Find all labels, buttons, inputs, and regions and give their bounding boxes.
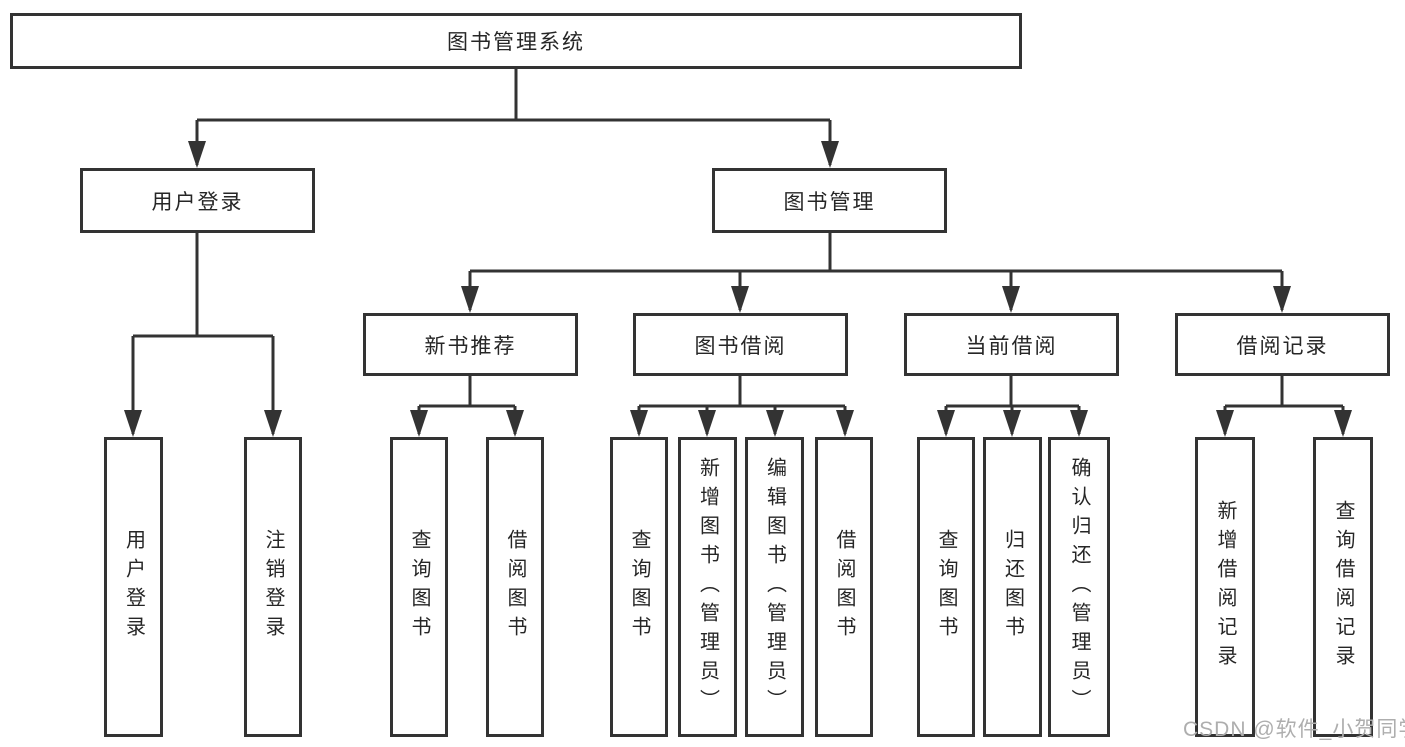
arrowhead-icon (836, 410, 854, 437)
leaf-user-login: 用户登录 (104, 437, 163, 737)
leaf-borrow-borrow-books-label: 借阅图书 (833, 529, 855, 645)
arrowhead-icon (1216, 410, 1234, 437)
leaf-borrow-add-books-admin: 新增图书（管理员） (678, 437, 737, 737)
node-borrow-record-label: 借阅记录 (1236, 334, 1329, 358)
leaf-logout-login: 注销登录 (244, 437, 302, 737)
leaf-borrow-edit-books-admin: 编辑图书（管理员） (745, 437, 804, 737)
leaf-current-confirm-return-admin: 确认归还（管理员） (1048, 437, 1110, 737)
arrowhead-icon (506, 410, 524, 437)
node-borrow-record: 借阅记录 (1175, 313, 1390, 376)
arrowhead-icon (188, 141, 206, 168)
leaf-borrow-query-books: 查询图书 (610, 437, 668, 737)
leaf-record-add-borrow-record-label: 新增借阅记录 (1214, 500, 1236, 674)
leaf-recommend-borrow-books: 借阅图书 (486, 437, 544, 737)
leaf-current-query-books: 查询图书 (917, 437, 975, 737)
node-current-borrow: 当前借阅 (904, 313, 1119, 376)
arrowhead-icon (1002, 286, 1020, 313)
leaf-current-query-books-label: 查询图书 (935, 529, 957, 645)
node-book-borrow-label: 图书借阅 (694, 334, 787, 358)
arrowhead-icon (410, 410, 428, 437)
arrowhead-icon (1334, 410, 1352, 437)
leaf-recommend-query-books: 查询图书 (390, 437, 448, 737)
arrowhead-icon (698, 410, 716, 437)
leaf-borrow-edit-books-admin-label: 编辑图书（管理员） (763, 456, 786, 718)
leaf-borrow-query-books-label: 查询图书 (628, 529, 650, 645)
node-root-label: 图书管理系统 (447, 31, 585, 54)
arrowhead-icon (1273, 286, 1291, 313)
node-new-book-recommend: 新书推荐 (363, 313, 578, 376)
arrowhead-icon (630, 410, 648, 437)
leaf-record-query-borrow-record-label: 查询借阅记录 (1332, 500, 1354, 674)
leaf-recommend-query-books-label: 查询图书 (408, 529, 430, 645)
leaf-current-return-books: 归还图书 (983, 437, 1042, 737)
leaf-borrow-borrow-books: 借阅图书 (815, 437, 873, 737)
arrowhead-icon (731, 286, 749, 313)
arrowhead-icon (461, 286, 479, 313)
arrowhead-icon (821, 141, 839, 168)
node-book-management-label: 图书管理 (783, 190, 876, 214)
arrowhead-icon (937, 410, 955, 437)
arrowhead-icon (1003, 410, 1021, 437)
node-user-login-label: 用户登录 (151, 190, 244, 214)
arrowhead-icon (766, 410, 784, 437)
leaf-record-query-borrow-record: 查询借阅记录 (1313, 437, 1373, 737)
leaf-recommend-borrow-books-label: 借阅图书 (504, 529, 526, 645)
node-book-management: 图书管理 (712, 168, 947, 233)
arrowhead-icon (264, 410, 282, 437)
leaf-user-login-label: 用户登录 (122, 529, 145, 645)
watermark: CSDN @软件_小贺同学 (1183, 718, 1405, 741)
node-new-book-recommend-label: 新书推荐 (424, 334, 517, 358)
connector-paths (131, 69, 1345, 434)
arrowhead-icon (1070, 410, 1088, 437)
node-current-borrow-label: 当前借阅 (965, 334, 1058, 358)
arrowhead-icon (124, 410, 142, 437)
node-root: 图书管理系统 (10, 13, 1022, 69)
leaf-current-confirm-return-admin-label: 确认归还（管理员） (1068, 456, 1090, 718)
leaf-logout-login-label: 注销登录 (262, 529, 284, 645)
leaf-current-return-books-label: 归还图书 (1001, 529, 1024, 645)
leaf-borrow-add-books-admin-label: 新增图书（管理员） (696, 456, 719, 718)
node-book-borrow: 图书借阅 (633, 313, 848, 376)
node-user-login: 用户登录 (80, 168, 315, 233)
leaf-record-add-borrow-record: 新增借阅记录 (1195, 437, 1255, 737)
